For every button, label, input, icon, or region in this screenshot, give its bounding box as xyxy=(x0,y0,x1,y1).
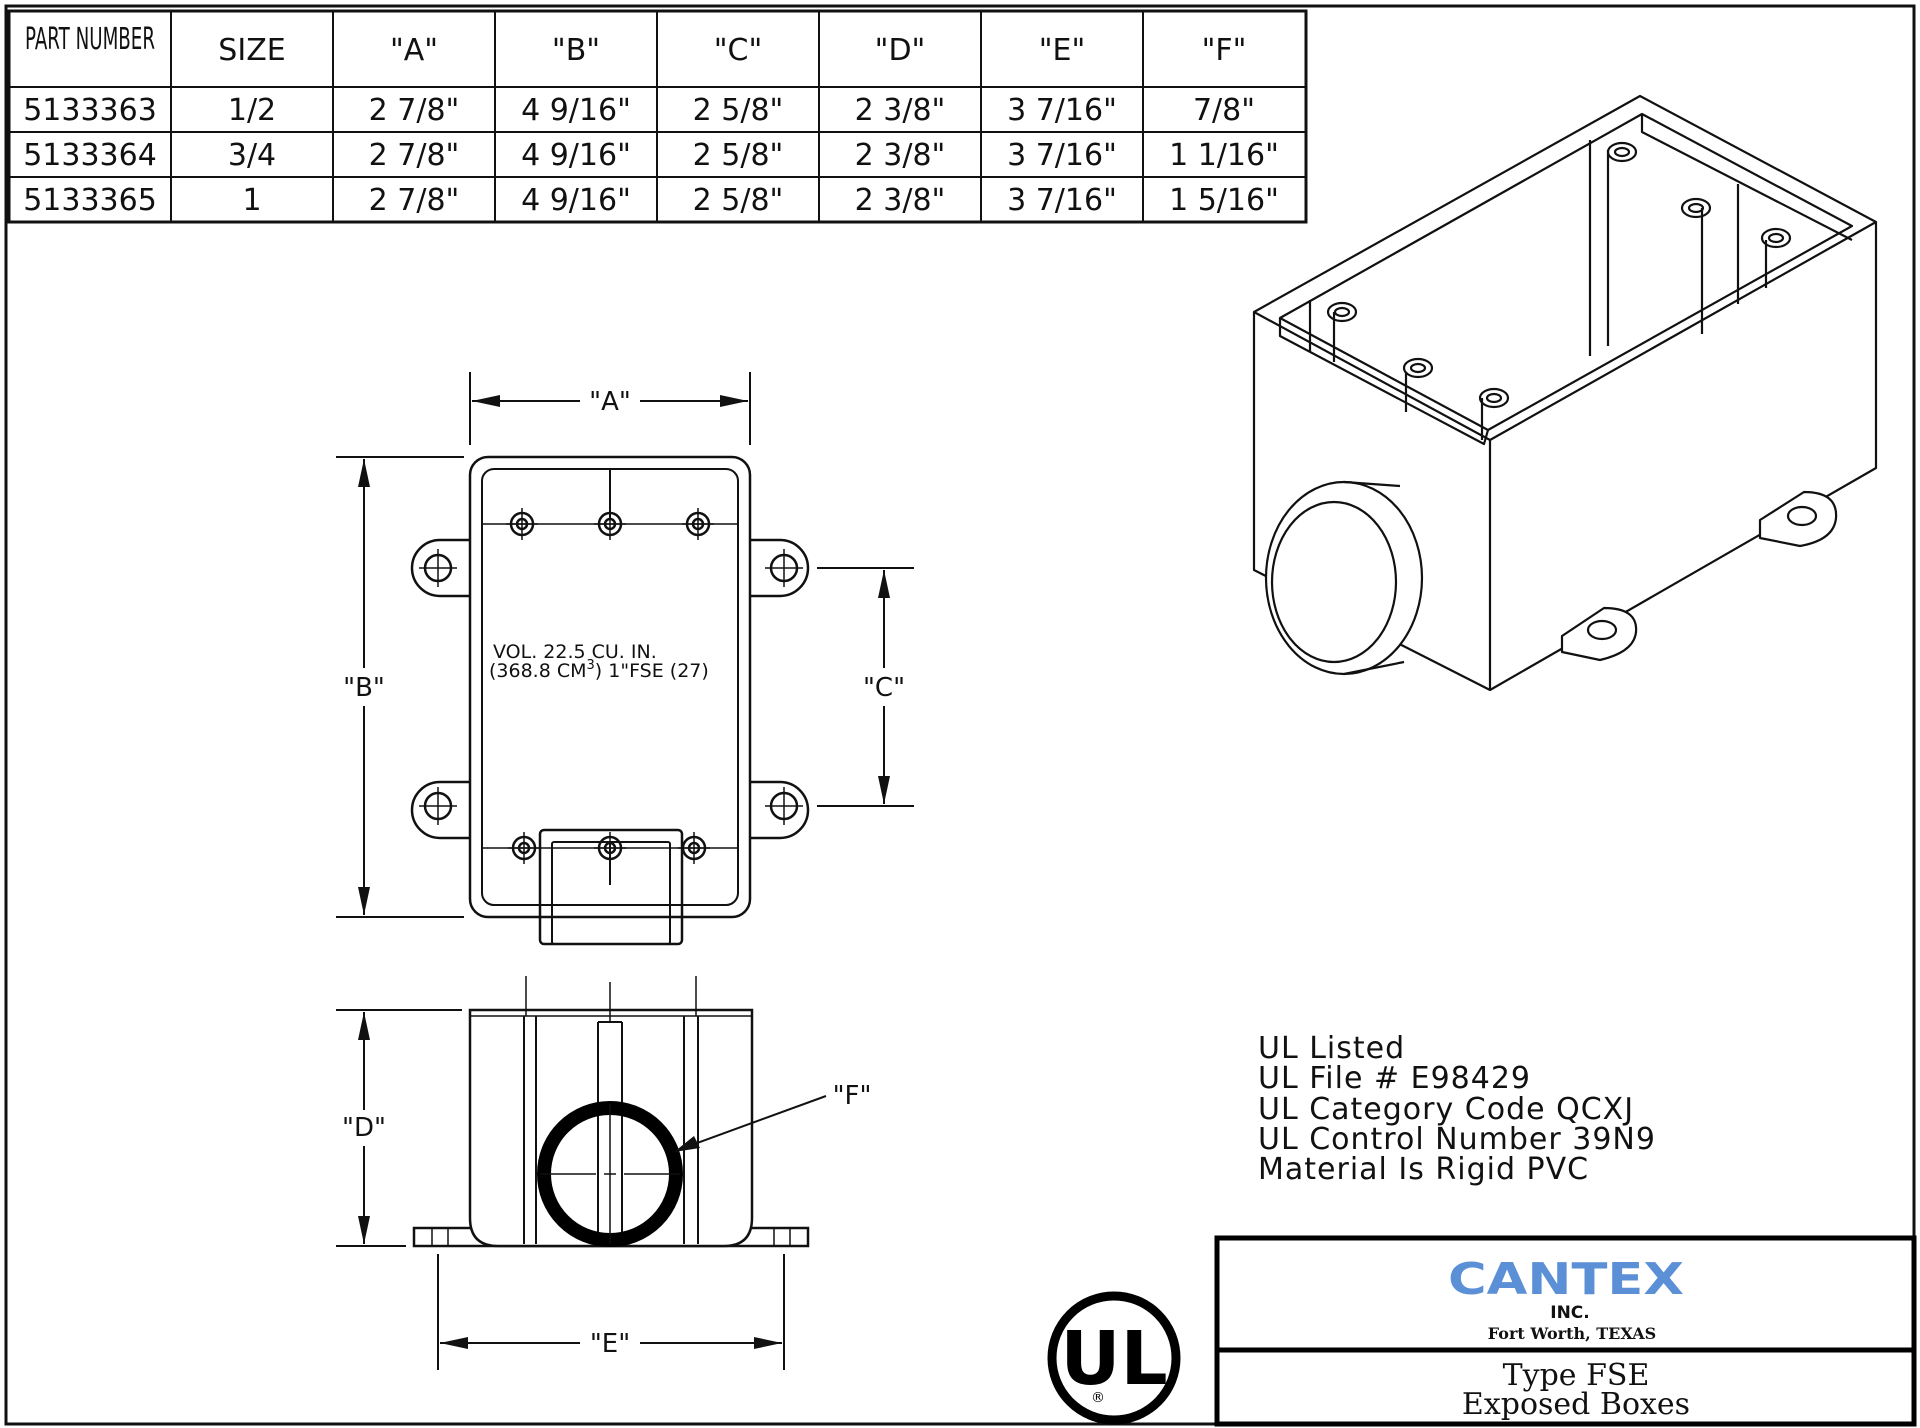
table-cell: 3 7/16" xyxy=(1007,138,1117,173)
dimension-b xyxy=(336,456,464,918)
table-cell: 1 xyxy=(242,183,261,218)
ul-logo: UL ® xyxy=(1047,1291,1181,1425)
note-line: Material Is Rigid PVC xyxy=(1258,1152,1589,1187)
note-line: UL Control Number 39N9 xyxy=(1258,1122,1656,1157)
dim-e-label: "E" xyxy=(590,1329,630,1359)
dim-f-label: "F" xyxy=(833,1081,872,1111)
dimension-c xyxy=(817,567,914,807)
table-cell: 2 3/8" xyxy=(855,183,946,218)
dim-b-label: "B" xyxy=(343,673,385,703)
table-cell: 1 1/16" xyxy=(1169,138,1279,173)
table-cell: 3/4 xyxy=(228,138,276,173)
table-cell: 1/2 xyxy=(228,93,276,128)
table-cell: 4 9/16" xyxy=(521,93,631,128)
header-f: "F" xyxy=(1202,33,1247,68)
table-cell: 4 9/16" xyxy=(521,183,631,218)
company-location: Fort Worth, TEXAS xyxy=(1488,1324,1656,1343)
table-cell: 2 5/8" xyxy=(693,93,784,128)
dimension-table: PART NUMBER SIZE "A" "B" "C" "D" "E" "F"… xyxy=(7,9,1308,224)
table-cell: 5133365 xyxy=(23,183,157,218)
sheet-border xyxy=(4,4,1916,1426)
title-block: CANTEX INC. Fort Worth, TEXAS Type FSE E… xyxy=(1214,1235,1917,1427)
header-part-number: PART NUMBER xyxy=(25,22,155,57)
top-view-crosshairs xyxy=(419,508,803,864)
isometric-view xyxy=(1252,94,1878,692)
leader-f xyxy=(674,1095,827,1152)
table-cell: 2 7/8" xyxy=(369,138,460,173)
title-line-1: Type FSE xyxy=(1503,1358,1650,1393)
note-line: UL File # E98429 xyxy=(1258,1061,1531,1096)
dimension-e xyxy=(437,1254,785,1370)
ul-registered-mark: ® xyxy=(1091,1390,1105,1406)
table-cell: 3 7/16" xyxy=(1007,93,1117,128)
header-b: "B" xyxy=(552,33,600,68)
header-e: "E" xyxy=(1039,33,1086,68)
title-line-2: Exposed Boxes xyxy=(1462,1387,1690,1422)
volume-note: VOL. 22.5 CU. IN. (368.8 CM3) 1"FSE (27) xyxy=(489,641,709,682)
table-cell: 2 7/8" xyxy=(369,183,460,218)
header-a: "A" xyxy=(390,33,438,68)
table-cell: 5133363 xyxy=(23,93,157,128)
header-d: "D" xyxy=(875,33,926,68)
note-line: UL Category Code QCXJ xyxy=(1258,1092,1634,1127)
dim-a-label: "A" xyxy=(589,387,631,417)
table-cell: 2 5/8" xyxy=(693,138,784,173)
table-cell: 1 5/16" xyxy=(1169,183,1279,218)
table-cell: 5133364 xyxy=(23,138,157,173)
company-logo: CANTEX xyxy=(1448,1254,1684,1305)
table-cell: 3 7/16" xyxy=(1007,183,1117,218)
note-line: UL Listed xyxy=(1258,1031,1405,1066)
header-c: "C" xyxy=(714,33,763,68)
header-size: SIZE xyxy=(218,33,285,68)
dimension-a xyxy=(469,372,751,445)
ul-notes: UL Listed UL File # E98429 UL Category C… xyxy=(1258,1031,1656,1187)
dim-d-label: "D" xyxy=(342,1113,386,1143)
table-cell: 4 9/16" xyxy=(521,138,631,173)
conduit-centerlines xyxy=(540,1104,680,1244)
dim-c-label: "C" xyxy=(863,673,905,703)
table-cell: 2 3/8" xyxy=(855,138,946,173)
table-cell: 2 5/8" xyxy=(693,183,784,218)
table-cell: 7/8" xyxy=(1193,93,1255,128)
table-cell: 2 3/8" xyxy=(855,93,946,128)
table-cell: 2 7/8" xyxy=(369,93,460,128)
volume-line-2: (368.8 CM3) 1"FSE (27) xyxy=(489,658,709,682)
company-suffix: INC. xyxy=(1550,1303,1590,1323)
ul-logo-letters: UL xyxy=(1060,1316,1167,1402)
volume-line-1: VOL. 22.5 CU. IN. xyxy=(493,641,657,663)
dimension-d xyxy=(336,1009,462,1247)
